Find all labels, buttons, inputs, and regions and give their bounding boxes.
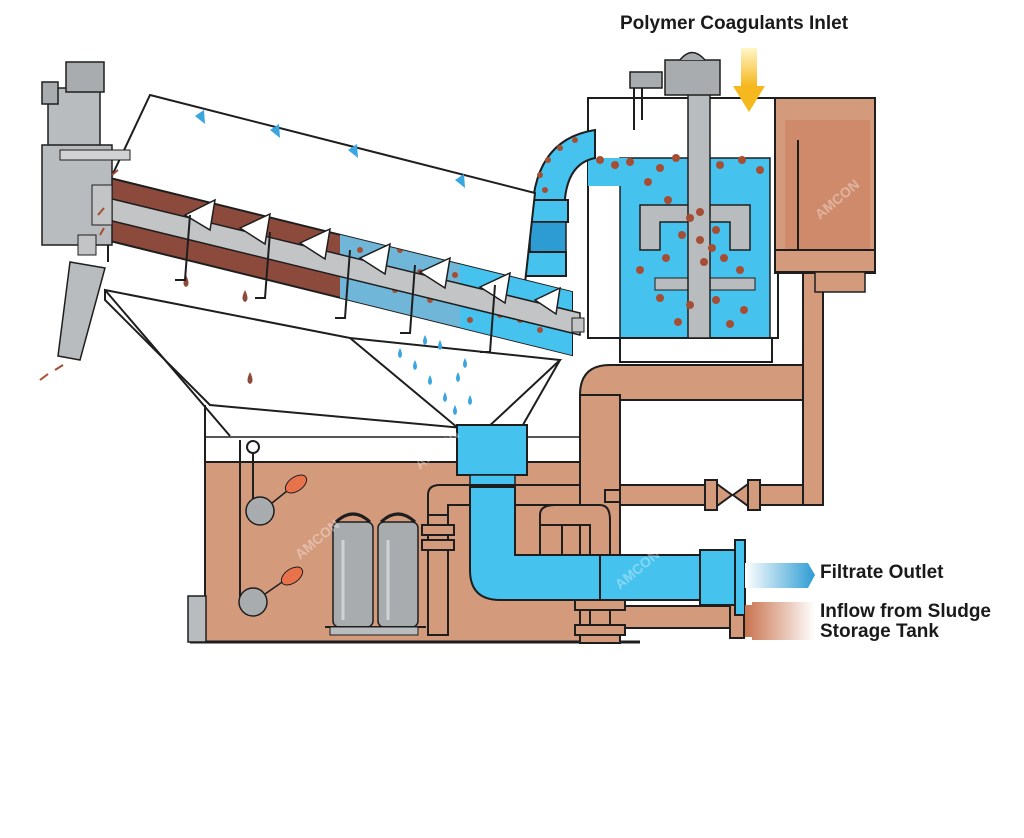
filtrate-drops — [398, 335, 472, 415]
filtrate-collector — [456, 424, 528, 488]
drive-motor — [41, 61, 131, 256]
down-arrow-icon — [733, 48, 765, 112]
filtrate-pipe — [469, 486, 746, 616]
pipe-flange — [421, 489, 745, 639]
submersible-pump — [325, 512, 426, 636]
sludge-inflow-label-line2: Storage Tank — [820, 621, 939, 642]
floc-particles — [596, 154, 764, 328]
sludge-inflow-label: Inflow from Sludge Storage Tank — [820, 602, 1020, 642]
sludge-discharge-chute — [39, 169, 119, 381]
flocculation-tank — [587, 97, 779, 363]
polymer-inlet-label: Polymer Coagulants Inlet — [620, 13, 849, 34]
left-arrow-icon — [745, 602, 815, 640]
right-arrow-icon — [745, 563, 815, 588]
overflow-chamber — [774, 97, 876, 293]
sludge-inflow-label-line1: Inflow from Sludge — [820, 601, 991, 622]
check-valve — [704, 479, 761, 511]
filtrate-outlet-label: Filtrate Outlet — [820, 562, 944, 583]
float-level-switch — [238, 440, 308, 617]
